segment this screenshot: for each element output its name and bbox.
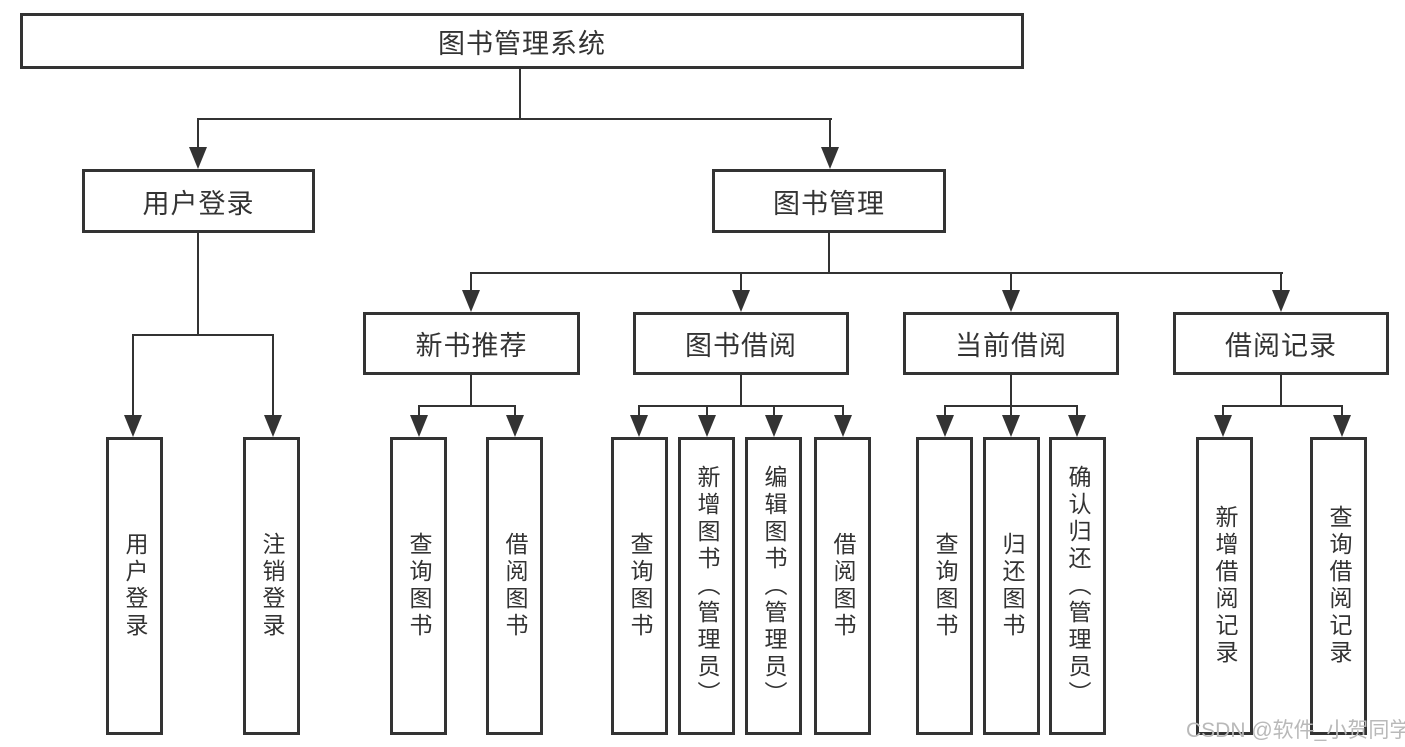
node-label: 借阅图书 — [502, 532, 528, 640]
connector-newrec-drop — [514, 405, 516, 417]
connector-root-drop-right — [829, 118, 831, 149]
arrowhead-icon — [1068, 415, 1086, 437]
node-label: 归还图书 — [999, 532, 1025, 640]
node-label: 新书推荐 — [415, 331, 528, 361]
connector-borrow-stem — [740, 375, 742, 407]
arrowhead-icon — [462, 290, 480, 312]
connector-current-drop — [944, 405, 946, 417]
leaf-borrow-books-1: 借阅图书 — [486, 437, 543, 735]
arrowhead-icon — [1002, 290, 1020, 312]
connector-bookmgmt-rail — [470, 272, 1283, 274]
leaf-query-borrow-record: 查询借阅记录 — [1310, 437, 1367, 735]
connector-newrec-drop — [418, 405, 420, 417]
arrowhead-icon — [732, 290, 750, 312]
arrowhead-icon — [765, 415, 783, 437]
connector-root-rail — [197, 118, 832, 120]
connector-bookmgmt-stem — [828, 233, 830, 274]
connector-root-drop-left — [197, 118, 199, 149]
connector-borrow-drop — [638, 405, 640, 417]
node-label: 用户登录 — [122, 532, 148, 640]
connector-userlogin-rail — [132, 334, 274, 336]
leaf-logout: 注销登录 — [243, 437, 300, 735]
arrowhead-icon — [410, 415, 428, 437]
node-label: 查询图书 — [627, 532, 653, 640]
connector-newrec-rail — [418, 405, 516, 407]
leaf-confirm-return-admin: 确认归还（管理员） — [1049, 437, 1106, 735]
leaf-add-borrow-record: 新增借阅记录 — [1196, 437, 1253, 735]
connector-bookmgmt-drop — [1280, 272, 1282, 292]
connector-userlogin-drop — [272, 334, 274, 416]
leaf-borrow-books-2: 借阅图书 — [814, 437, 871, 735]
arrowhead-icon — [630, 415, 648, 437]
node-label: 图书借阅 — [685, 331, 797, 361]
node-label: 查询借阅记录 — [1326, 505, 1352, 667]
leaf-query-books-2: 查询图书 — [611, 437, 668, 735]
arrowhead-icon — [834, 415, 852, 437]
node-library-management-system: 图书管理系统 — [20, 13, 1024, 69]
node-label: 编辑图书（管理员） — [761, 464, 787, 708]
connector-borrow-drop — [706, 405, 708, 417]
node-label: 当前借阅 — [955, 331, 1067, 361]
arrowhead-icon — [698, 415, 716, 437]
leaf-edit-books-admin: 编辑图书（管理员） — [745, 437, 802, 735]
arrowhead-icon — [1002, 415, 1020, 437]
csdn-watermark: CSDN @软件_小贺同学 — [1186, 719, 1405, 742]
connector-borrow-drop — [773, 405, 775, 417]
node-book-borrowing: 图书借阅 — [633, 312, 849, 375]
connector-current-stem — [1010, 375, 1012, 407]
arrowhead-icon — [124, 415, 142, 437]
node-label: 借阅图书 — [830, 532, 856, 640]
connector-records-rail — [1222, 405, 1343, 407]
arrowhead-icon — [506, 415, 524, 437]
arrowhead-icon — [1214, 415, 1232, 437]
node-label: 查询图书 — [932, 532, 958, 640]
node-label: 图书管理 — [773, 188, 885, 219]
arrowhead-icon — [821, 147, 839, 169]
connector-current-drop — [1076, 405, 1078, 417]
node-user-login: 用户登录 — [82, 169, 315, 233]
arrowhead-icon — [264, 415, 282, 437]
node-label: 借阅记录 — [1225, 331, 1337, 361]
connector-borrow-rail — [638, 405, 844, 407]
arrowhead-icon — [936, 415, 954, 437]
arrowhead-icon — [1272, 290, 1290, 312]
connector-newrec-stem — [470, 375, 472, 407]
node-new-book-recommend: 新书推荐 — [363, 312, 580, 375]
leaf-query-books-1: 查询图书 — [390, 437, 447, 735]
arrowhead-icon — [1333, 415, 1351, 437]
node-label: 用户登录 — [142, 188, 255, 219]
node-borrowing-records: 借阅记录 — [1173, 312, 1389, 375]
connector-records-stem — [1280, 375, 1282, 407]
connector-bookmgmt-drop — [1010, 272, 1012, 292]
connector-userlogin-stem — [197, 233, 199, 336]
leaf-user-login: 用户登录 — [106, 437, 163, 735]
node-current-borrowing: 当前借阅 — [903, 312, 1119, 375]
connector-userlogin-drop — [132, 334, 134, 416]
connector-records-drop — [1341, 405, 1343, 417]
node-label: 新增图书（管理员） — [694, 464, 720, 708]
node-book-management: 图书管理 — [712, 169, 946, 233]
node-label: 注销登录 — [259, 532, 285, 640]
leaf-add-books-admin: 新增图书（管理员） — [678, 437, 735, 735]
node-label: 新增借阅记录 — [1212, 505, 1238, 667]
connector-root-stem — [519, 69, 521, 119]
leaf-query-books-3: 查询图书 — [916, 437, 973, 735]
node-label: 查询图书 — [406, 532, 432, 640]
connector-bookmgmt-drop — [740, 272, 742, 292]
connector-current-drop — [1010, 405, 1012, 417]
connector-bookmgmt-drop — [470, 272, 472, 292]
node-label: 确认归还（管理员） — [1065, 464, 1091, 708]
connector-records-drop — [1222, 405, 1224, 417]
connector-borrow-drop — [842, 405, 844, 417]
node-label: 图书管理系统 — [438, 28, 606, 59]
arrowhead-icon — [189, 147, 207, 169]
leaf-return-books: 归还图书 — [983, 437, 1040, 735]
